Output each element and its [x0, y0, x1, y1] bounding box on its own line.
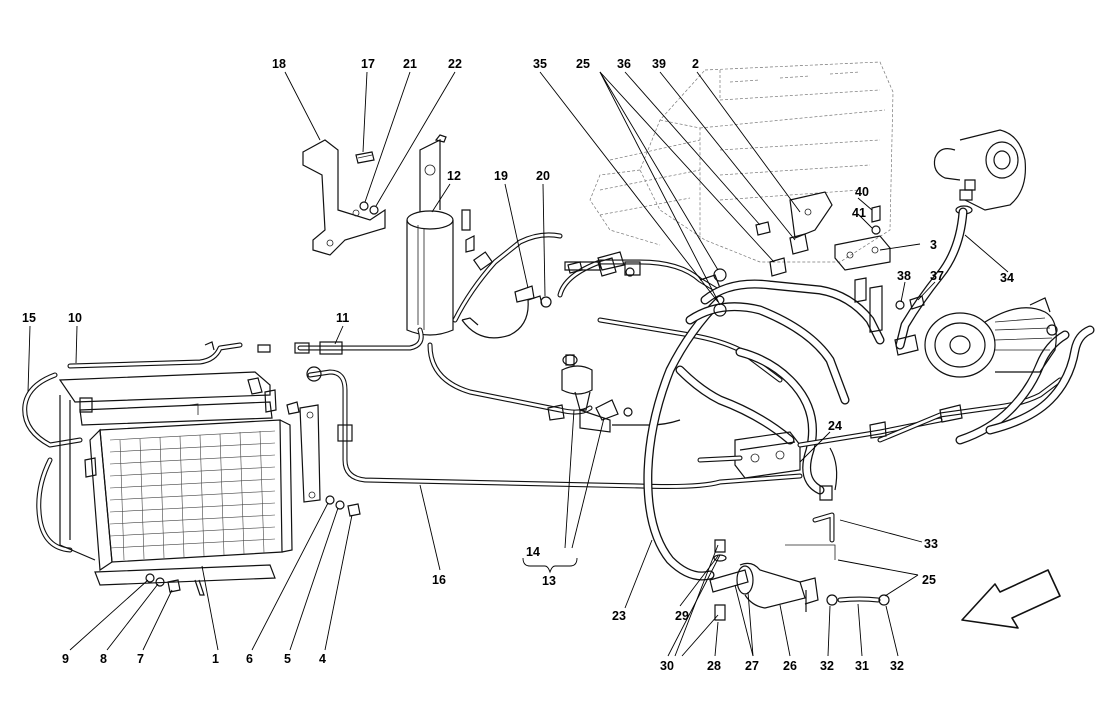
- callout-25-right: 25: [922, 573, 936, 587]
- callout-41: 41: [852, 206, 866, 220]
- callout-4: 4: [319, 652, 326, 666]
- hose-15: [22, 372, 83, 553]
- washers-21-22: [359, 201, 379, 215]
- callout-34: 34: [1000, 271, 1014, 285]
- fasteners-7-8-9: [145, 573, 181, 593]
- callout-30: 30: [660, 659, 674, 673]
- pipe-16: [306, 366, 803, 489]
- expansion-valve: [561, 354, 681, 433]
- callout-37: 37: [930, 269, 944, 283]
- callout-11: 11: [336, 311, 349, 325]
- callout-38: 38: [897, 269, 911, 283]
- pipe-10: [67, 341, 243, 369]
- receiver-drier: [406, 134, 475, 336]
- callout-36: 36: [617, 57, 631, 71]
- callout-6: 6: [246, 652, 253, 666]
- bolts-37-38: [895, 295, 925, 310]
- callout-12: 12: [447, 169, 461, 183]
- hose-33: [785, 512, 836, 560]
- condenser: [58, 371, 293, 596]
- callout-22: 22: [448, 57, 462, 71]
- clamp-19: [461, 285, 552, 339]
- callout-10: 10: [68, 311, 82, 325]
- compressor: [924, 297, 1058, 378]
- callout-29: 29: [675, 609, 689, 623]
- callout-15: 15: [22, 311, 36, 325]
- water-valve-assembly: [709, 539, 890, 621]
- callout-1: 1: [212, 652, 219, 666]
- callout-24: 24: [828, 419, 842, 433]
- callout-23: 23: [612, 609, 626, 623]
- bracket-3: [834, 205, 891, 333]
- callout-19: 19: [494, 169, 508, 183]
- upper-pump: [933, 129, 1027, 215]
- suction-hose: [643, 279, 885, 581]
- callout-8: 8: [100, 652, 107, 666]
- callout-27: 27: [745, 659, 759, 673]
- callout-16: 16: [432, 573, 446, 587]
- engine-block: [589, 61, 894, 263]
- direction-arrow: [961, 569, 1061, 629]
- callout-18: 18: [272, 57, 286, 71]
- callout-21: 21: [403, 57, 417, 71]
- compressor-hoses: [869, 325, 1095, 445]
- callout-32-left: 32: [820, 659, 834, 673]
- callout-3: 3: [930, 238, 937, 252]
- bracket-2: [713, 191, 833, 317]
- callout-28: 28: [707, 659, 721, 673]
- callout-39: 39: [652, 57, 666, 71]
- leader-lines: [27, 71, 1009, 657]
- callout-26: 26: [783, 659, 797, 673]
- callout-33: 33: [924, 537, 938, 551]
- condenser-side-bracket: [286, 401, 361, 517]
- callout-9: 9: [62, 652, 69, 666]
- callout-2: 2: [692, 57, 699, 71]
- callout-7: 7: [137, 652, 144, 666]
- condenser-fins: [109, 430, 276, 561]
- callout-numbers: 18 17 21 22 12 19 20 35 25 36 39 2 40 41…: [22, 57, 1014, 673]
- callout-25-top: 25: [576, 57, 590, 71]
- callout-35: 35: [533, 57, 547, 71]
- small-fittings: [567, 251, 635, 277]
- hose-34: [894, 207, 968, 356]
- callout-14: 14: [526, 545, 540, 559]
- bolt-17: [355, 151, 375, 164]
- pipe-11: [257, 327, 424, 355]
- callout-32-right: 32: [890, 659, 904, 673]
- callout-13: 13: [542, 574, 556, 588]
- callout-17: 17: [361, 57, 375, 71]
- mounting-bracket: [302, 139, 386, 256]
- callout-40: 40: [855, 185, 869, 199]
- callout-20: 20: [536, 169, 550, 183]
- callout-5: 5: [284, 652, 291, 666]
- callout-31: 31: [855, 659, 869, 673]
